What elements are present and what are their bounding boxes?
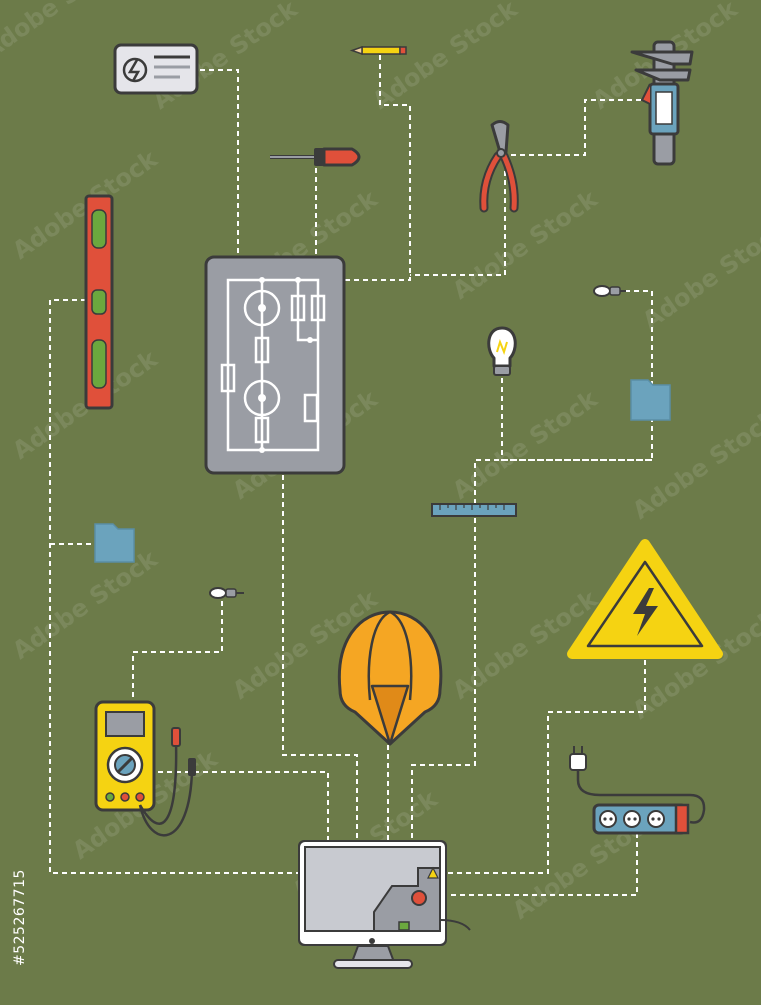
svg-text:Adobe Stock: Adobe Stock: [7, 544, 163, 665]
connector-caliper-to-pliers: [410, 99, 650, 276]
plug-icon: [569, 746, 706, 824]
connector-panel-to-monitor: [282, 475, 358, 840]
small-bulb-icon: [209, 587, 244, 599]
pliers-icon: [479, 120, 519, 213]
svg-text:Adobe Stock: Adobe Stock: [637, 214, 761, 335]
connector-small-bulb-to-multimeter: [132, 601, 223, 700]
circuit-schematic-icon: [204, 255, 346, 475]
folder-icon: [94, 523, 135, 563]
svg-text:Adobe Stock: Adobe Stock: [447, 184, 603, 305]
power-strip-icon: [592, 803, 690, 835]
connector-bulb-to-folder: [501, 290, 653, 461]
pencil-icon: [349, 45, 407, 56]
connector-strip-to-monitor: [447, 833, 638, 896]
stock-watermark-id: #525267715: [12, 869, 28, 966]
svg-text:Adobe Stock: Adobe Stock: [447, 384, 603, 505]
connector-folder-right-to-ruler: [474, 459, 652, 510]
connector-warning-to-monitor: [447, 660, 646, 874]
screwdriver-icon: [270, 147, 361, 167]
svg-text:Adobe Stock: Adobe Stock: [627, 404, 761, 525]
folder-icon: [630, 379, 671, 421]
high-voltage-warning-icon: [567, 539, 723, 659]
multimeter-icon: [94, 700, 196, 837]
dashed-connectors: [49, 55, 653, 896]
id-card-icon: [113, 43, 199, 95]
connector-card-to-panel: [200, 69, 239, 255]
caliper-icon: [630, 40, 694, 166]
spirit-level-icon: [84, 194, 114, 410]
connector-level-left: [49, 299, 298, 874]
computer-monitor-icon: [298, 840, 471, 969]
connector-multimeter-to-monitor: [158, 771, 329, 840]
svg-text:Adobe Stock: Adobe Stock: [367, 0, 523, 115]
ruler-icon: [431, 503, 517, 517]
hard-hat-icon: [337, 610, 443, 746]
light-bulb-icon: [487, 326, 517, 376]
small-bulb-icon: [593, 285, 626, 297]
svg-text:Adobe Stock: Adobe Stock: [0, 0, 133, 65]
